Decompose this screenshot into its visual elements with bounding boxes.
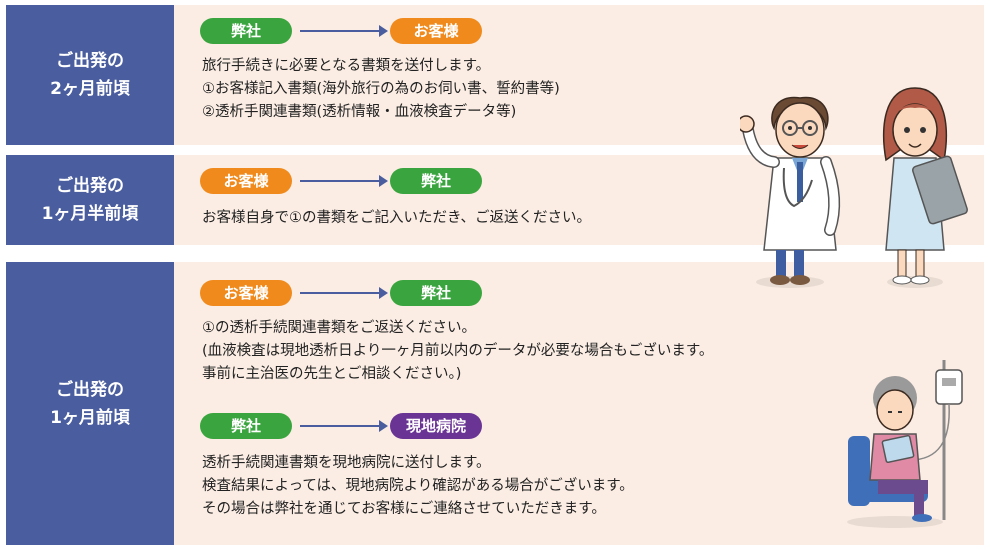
flow-description: 旅行手続きに必要となる書類を送付します。 ①お客様記入書類(海外旅行の為のお伺い… [202, 55, 560, 124]
label-line: ご出発の [56, 51, 124, 71]
row-label: ご出発の 2ヶ月前頃 [6, 5, 174, 145]
label-line: ご出発の [56, 379, 124, 400]
text-line: ①お客様記入書類(海外旅行の為のお伺い書、誓約書等) [202, 81, 560, 97]
text-line: 検査結果によっては、現地病院より確認がある場合がございます。 [202, 478, 634, 494]
text-line: ②透析手関連書類(透析情報・血液検査データ等) [202, 104, 517, 120]
text-line: 事前に主治医の先生とご相談ください。) [202, 366, 462, 382]
flow-diagram: お客様 弊社 [200, 280, 490, 306]
text-line: ①の透析手続関連書類をご返送ください。 [202, 320, 476, 336]
row-label: ご出発の 1ヶ月半前頃 [6, 155, 174, 245]
flow-description: ①の透析手続関連書類をご返送ください。 (血液検査は現地透析日より一ヶ月前以内の… [202, 317, 713, 386]
recipient-badge: 弊社 [390, 280, 482, 306]
label-line: 1ヶ月半前頃 [41, 204, 139, 224]
recipient-badge: お客様 [390, 18, 482, 44]
row-content: お客様 弊社 お客様自身で①の書類をご記入いただき、ご返送ください。 [174, 155, 984, 245]
recipient-badge: 現地病院 [390, 413, 482, 439]
label-line: 1ヶ月前頃 [50, 407, 130, 428]
recipient-badge: 弊社 [390, 168, 482, 194]
flow-description: 透析手続関連書類を現地病院に送付します。 検査結果によっては、現地病院より確認が… [202, 452, 634, 521]
text-line: (血液検査は現地透析日より一ヶ月前以内のデータが必要な場合もございます。 [202, 343, 714, 359]
arrow-right-icon [300, 175, 388, 187]
patient-iv-illustration [847, 360, 963, 528]
text-line: 透析手続関連書類を現地病院に送付します。 [202, 455, 491, 471]
sender-badge: 弊社 [200, 413, 292, 439]
sender-badge: お客様 [200, 168, 292, 194]
label-line: ご出発の [56, 176, 124, 196]
row-content: 弊社 お客様 旅行手続きに必要となる書類を送付します。 ①お客様記入書類(海外旅… [174, 5, 984, 145]
doctor-illustration [740, 96, 841, 288]
text-line: 旅行手続きに必要となる書類を送付します。 [202, 58, 491, 74]
flow-diagram: 弊社 お客様 [200, 18, 490, 44]
row-label: ご出発の 1ヶ月前頃 [6, 262, 174, 545]
schedule-row-2-months: ご出発の 2ヶ月前頃 弊社 お客様 旅行手続きに必要となる書類を送付します。 ①… [6, 5, 984, 145]
flow-diagram: お客様 弊社 [200, 168, 490, 194]
schedule-row-1-5-months: ご出発の 1ヶ月半前頃 お客様 弊社 お客様自身で①の書類をご記入いただき、ご返… [6, 155, 984, 245]
text-line: お客様自身で①の書類をご記入いただき、ご返送ください。 [202, 210, 591, 226]
flow-description: お客様自身で①の書類をご記入いただき、ご返送ください。 [202, 207, 591, 230]
label-line: 2ヶ月前頃 [50, 79, 130, 99]
schedule-row-1-month: ご出発の 1ヶ月前頃 お客様 弊社 ①の透析手続関連書類をご返送ください。 (血… [6, 262, 984, 545]
flow-diagram: 弊社 現地病院 [200, 413, 490, 439]
sender-badge: 弊社 [200, 18, 292, 44]
arrow-right-icon [300, 25, 388, 37]
nurse-illustration [882, 87, 969, 288]
text-line: その場合は弊社を通じてお客様にご連絡させていただきます。 [202, 501, 606, 517]
sender-badge: お客様 [200, 280, 292, 306]
arrow-right-icon [300, 287, 388, 299]
arrow-right-icon [300, 420, 388, 432]
